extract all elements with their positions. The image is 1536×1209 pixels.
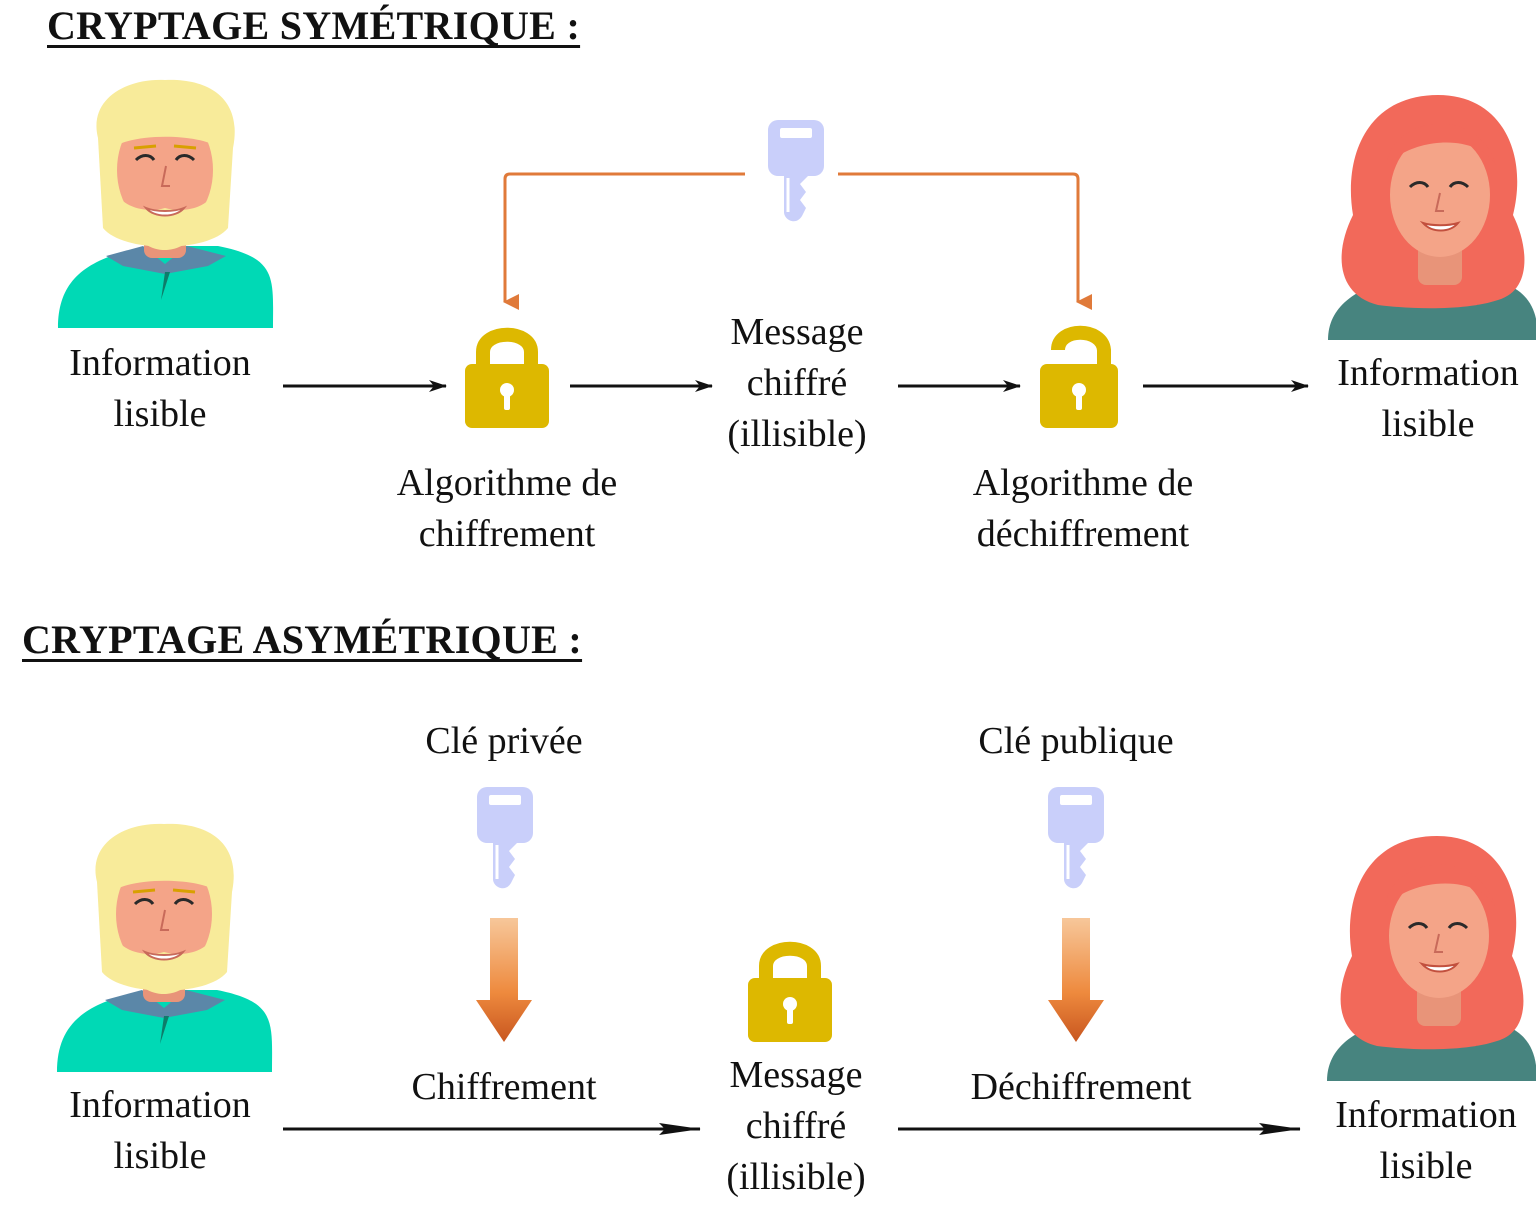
- label-line: Message: [729, 1054, 863, 1096]
- label-line: Algorithme de: [972, 462, 1194, 504]
- label-line: Information: [1335, 1094, 1517, 1136]
- symmetric-receiver-label: Information lisible: [1308, 348, 1536, 450]
- label-line: lisible: [113, 1135, 207, 1177]
- label-line: chiffrement: [418, 513, 596, 555]
- symmetric-heading: CRYPTAGE SYMÉTRIQUE :: [47, 3, 581, 48]
- label-line: chiffré: [746, 362, 848, 404]
- label-line: Algorithme de: [396, 462, 618, 504]
- asymmetric-message-label: Message chiffré (illisible): [676, 1050, 916, 1203]
- private-key-icon: [475, 785, 535, 890]
- asymmetric-receiver-avatar: [1325, 834, 1536, 1083]
- private-key-down-arrow: [476, 918, 532, 1042]
- symmetric-receiver-avatar: [1326, 93, 1536, 342]
- decryption-algorithm-label: Algorithme de déchiffrement: [928, 458, 1238, 560]
- symmetric-key-icon: [766, 118, 826, 223]
- private-key-label: Clé privée: [425, 720, 583, 762]
- asymmetric-sender-avatar: [55, 822, 274, 1074]
- encryption-algorithm-label: Algorithme de chiffrement: [357, 458, 657, 560]
- public-key-down-arrow: [1048, 918, 1104, 1042]
- label-line: Information: [69, 1084, 251, 1126]
- decryption-unlock-icon: [1040, 333, 1118, 428]
- label-line: lisible: [1379, 1145, 1473, 1187]
- symmetric-sender-label: Information lisible: [40, 338, 280, 440]
- asymmetric-sender-label: Information lisible: [40, 1080, 280, 1182]
- label-line: Information: [69, 342, 251, 384]
- label-line: Message: [730, 311, 864, 353]
- label-line: déchiffrement: [976, 513, 1190, 555]
- symmetric-sender-avatar: [56, 78, 275, 330]
- label-line: chiffré: [745, 1105, 847, 1147]
- symmetric-key-distribution-lines: [503, 172, 1092, 310]
- label-line: Information: [1337, 352, 1519, 394]
- asymmetric-heading: CRYPTAGE ASYMÉTRIQUE :: [22, 617, 583, 662]
- asymmetric-receiver-label: Information lisible: [1306, 1090, 1536, 1192]
- label-line: (illisible): [727, 413, 867, 455]
- label-line: lisible: [1381, 403, 1475, 445]
- label-line: (illisible): [726, 1156, 866, 1198]
- encryption-lock-icon: [465, 335, 549, 428]
- asymmetric-message-lock-icon: [748, 949, 832, 1042]
- encryption-label: Chiffrement: [411, 1066, 597, 1108]
- public-key-label: Clé publique: [978, 720, 1174, 762]
- label-line: lisible: [113, 393, 207, 435]
- public-key-icon: [1046, 785, 1106, 890]
- symmetric-message-label: Message chiffré (illisible): [677, 307, 917, 460]
- decryption-label: Déchiffrement: [970, 1066, 1192, 1108]
